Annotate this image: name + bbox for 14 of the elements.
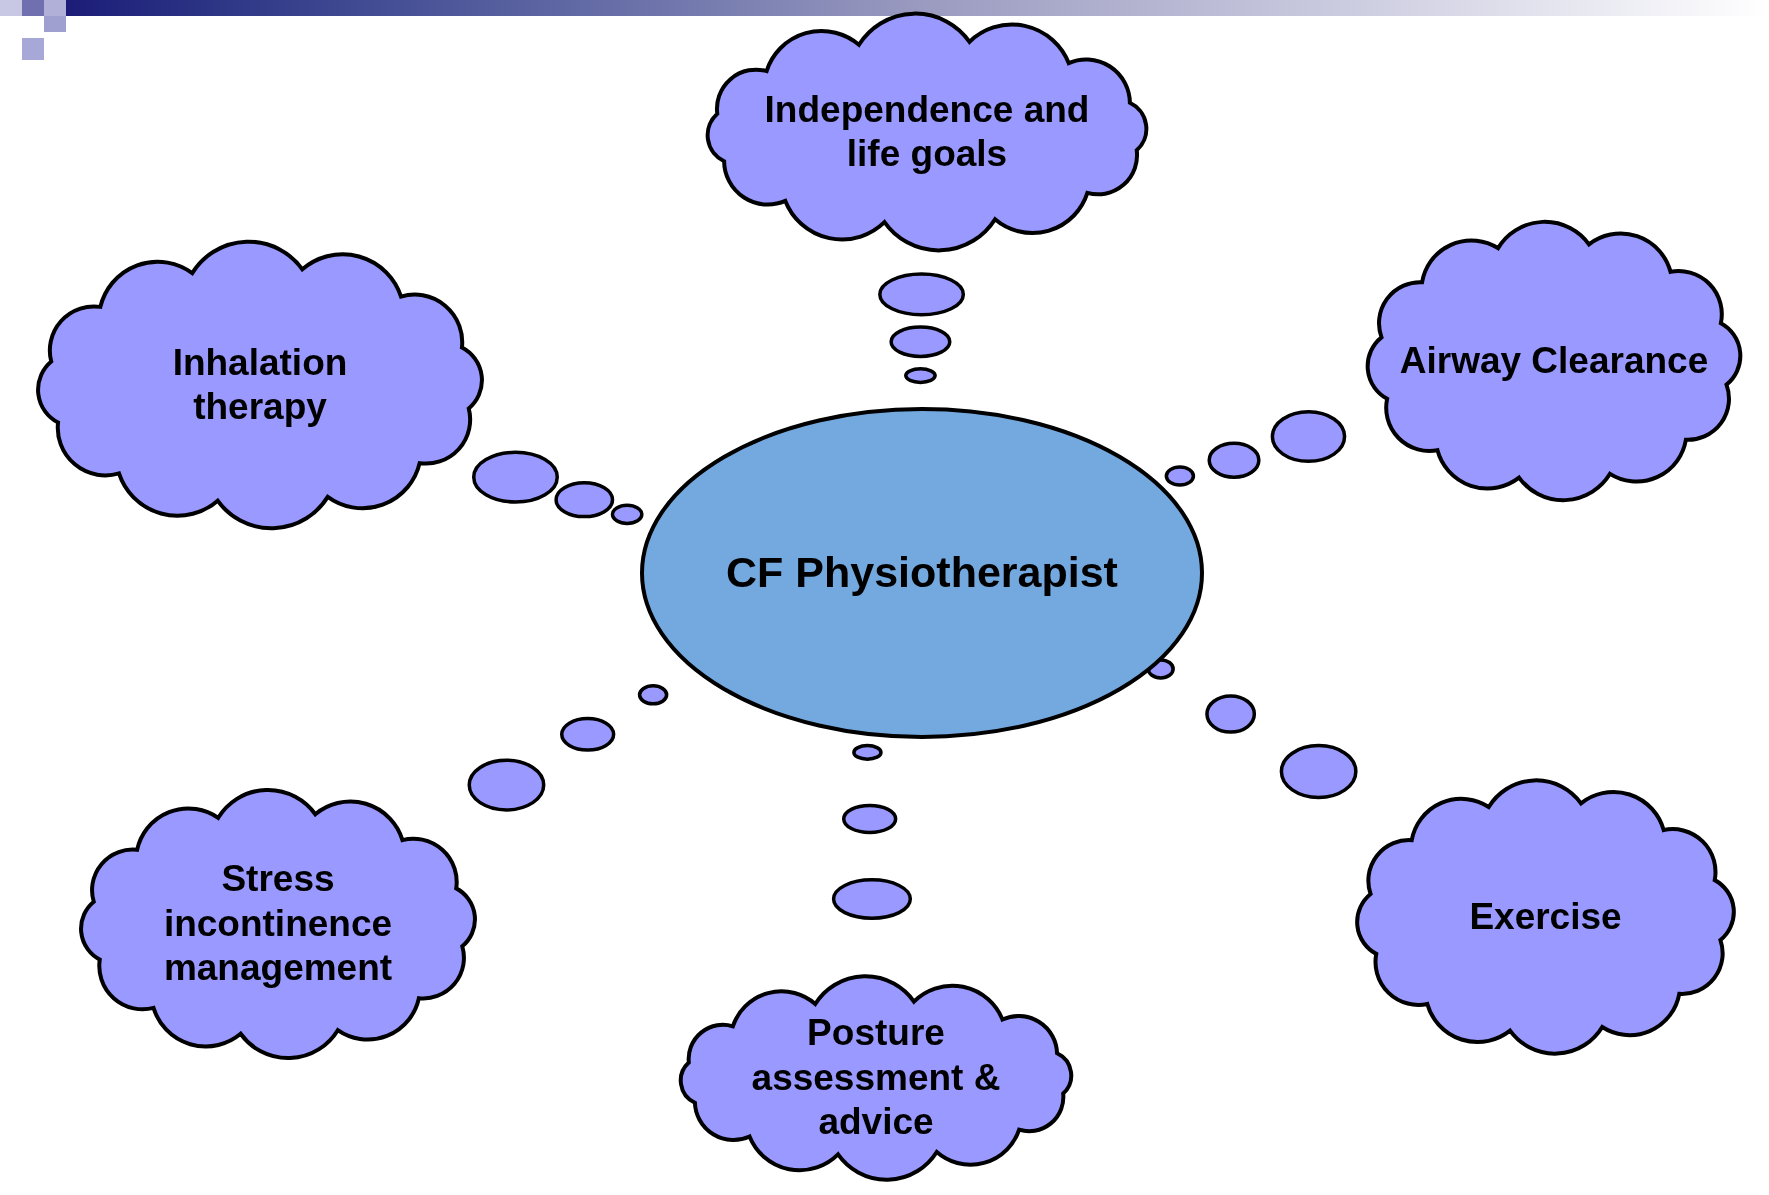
thought-bubbles bbox=[472, 450, 644, 526]
thought-bubbles bbox=[831, 743, 913, 920]
cloud-label: Airway Clearance bbox=[1399, 338, 1709, 383]
cloud-label: Independence and life goals bbox=[763, 87, 1091, 176]
thought-bubbles bbox=[1146, 658, 1358, 800]
thought-bubbles bbox=[878, 272, 966, 385]
thought-bubbles bbox=[467, 684, 669, 812]
cloud-label: Exercise bbox=[1469, 894, 1622, 939]
center-label: CF Physiotherapist bbox=[726, 547, 1118, 599]
cloud-label: Stress incontinence management bbox=[162, 857, 394, 991]
cloud-label: Inhalation therapy bbox=[171, 340, 349, 429]
thought-bubbles bbox=[1164, 410, 1347, 487]
cloud-label: Posture assessment & advice bbox=[750, 1011, 1002, 1145]
ellipse-node bbox=[640, 407, 1204, 739]
